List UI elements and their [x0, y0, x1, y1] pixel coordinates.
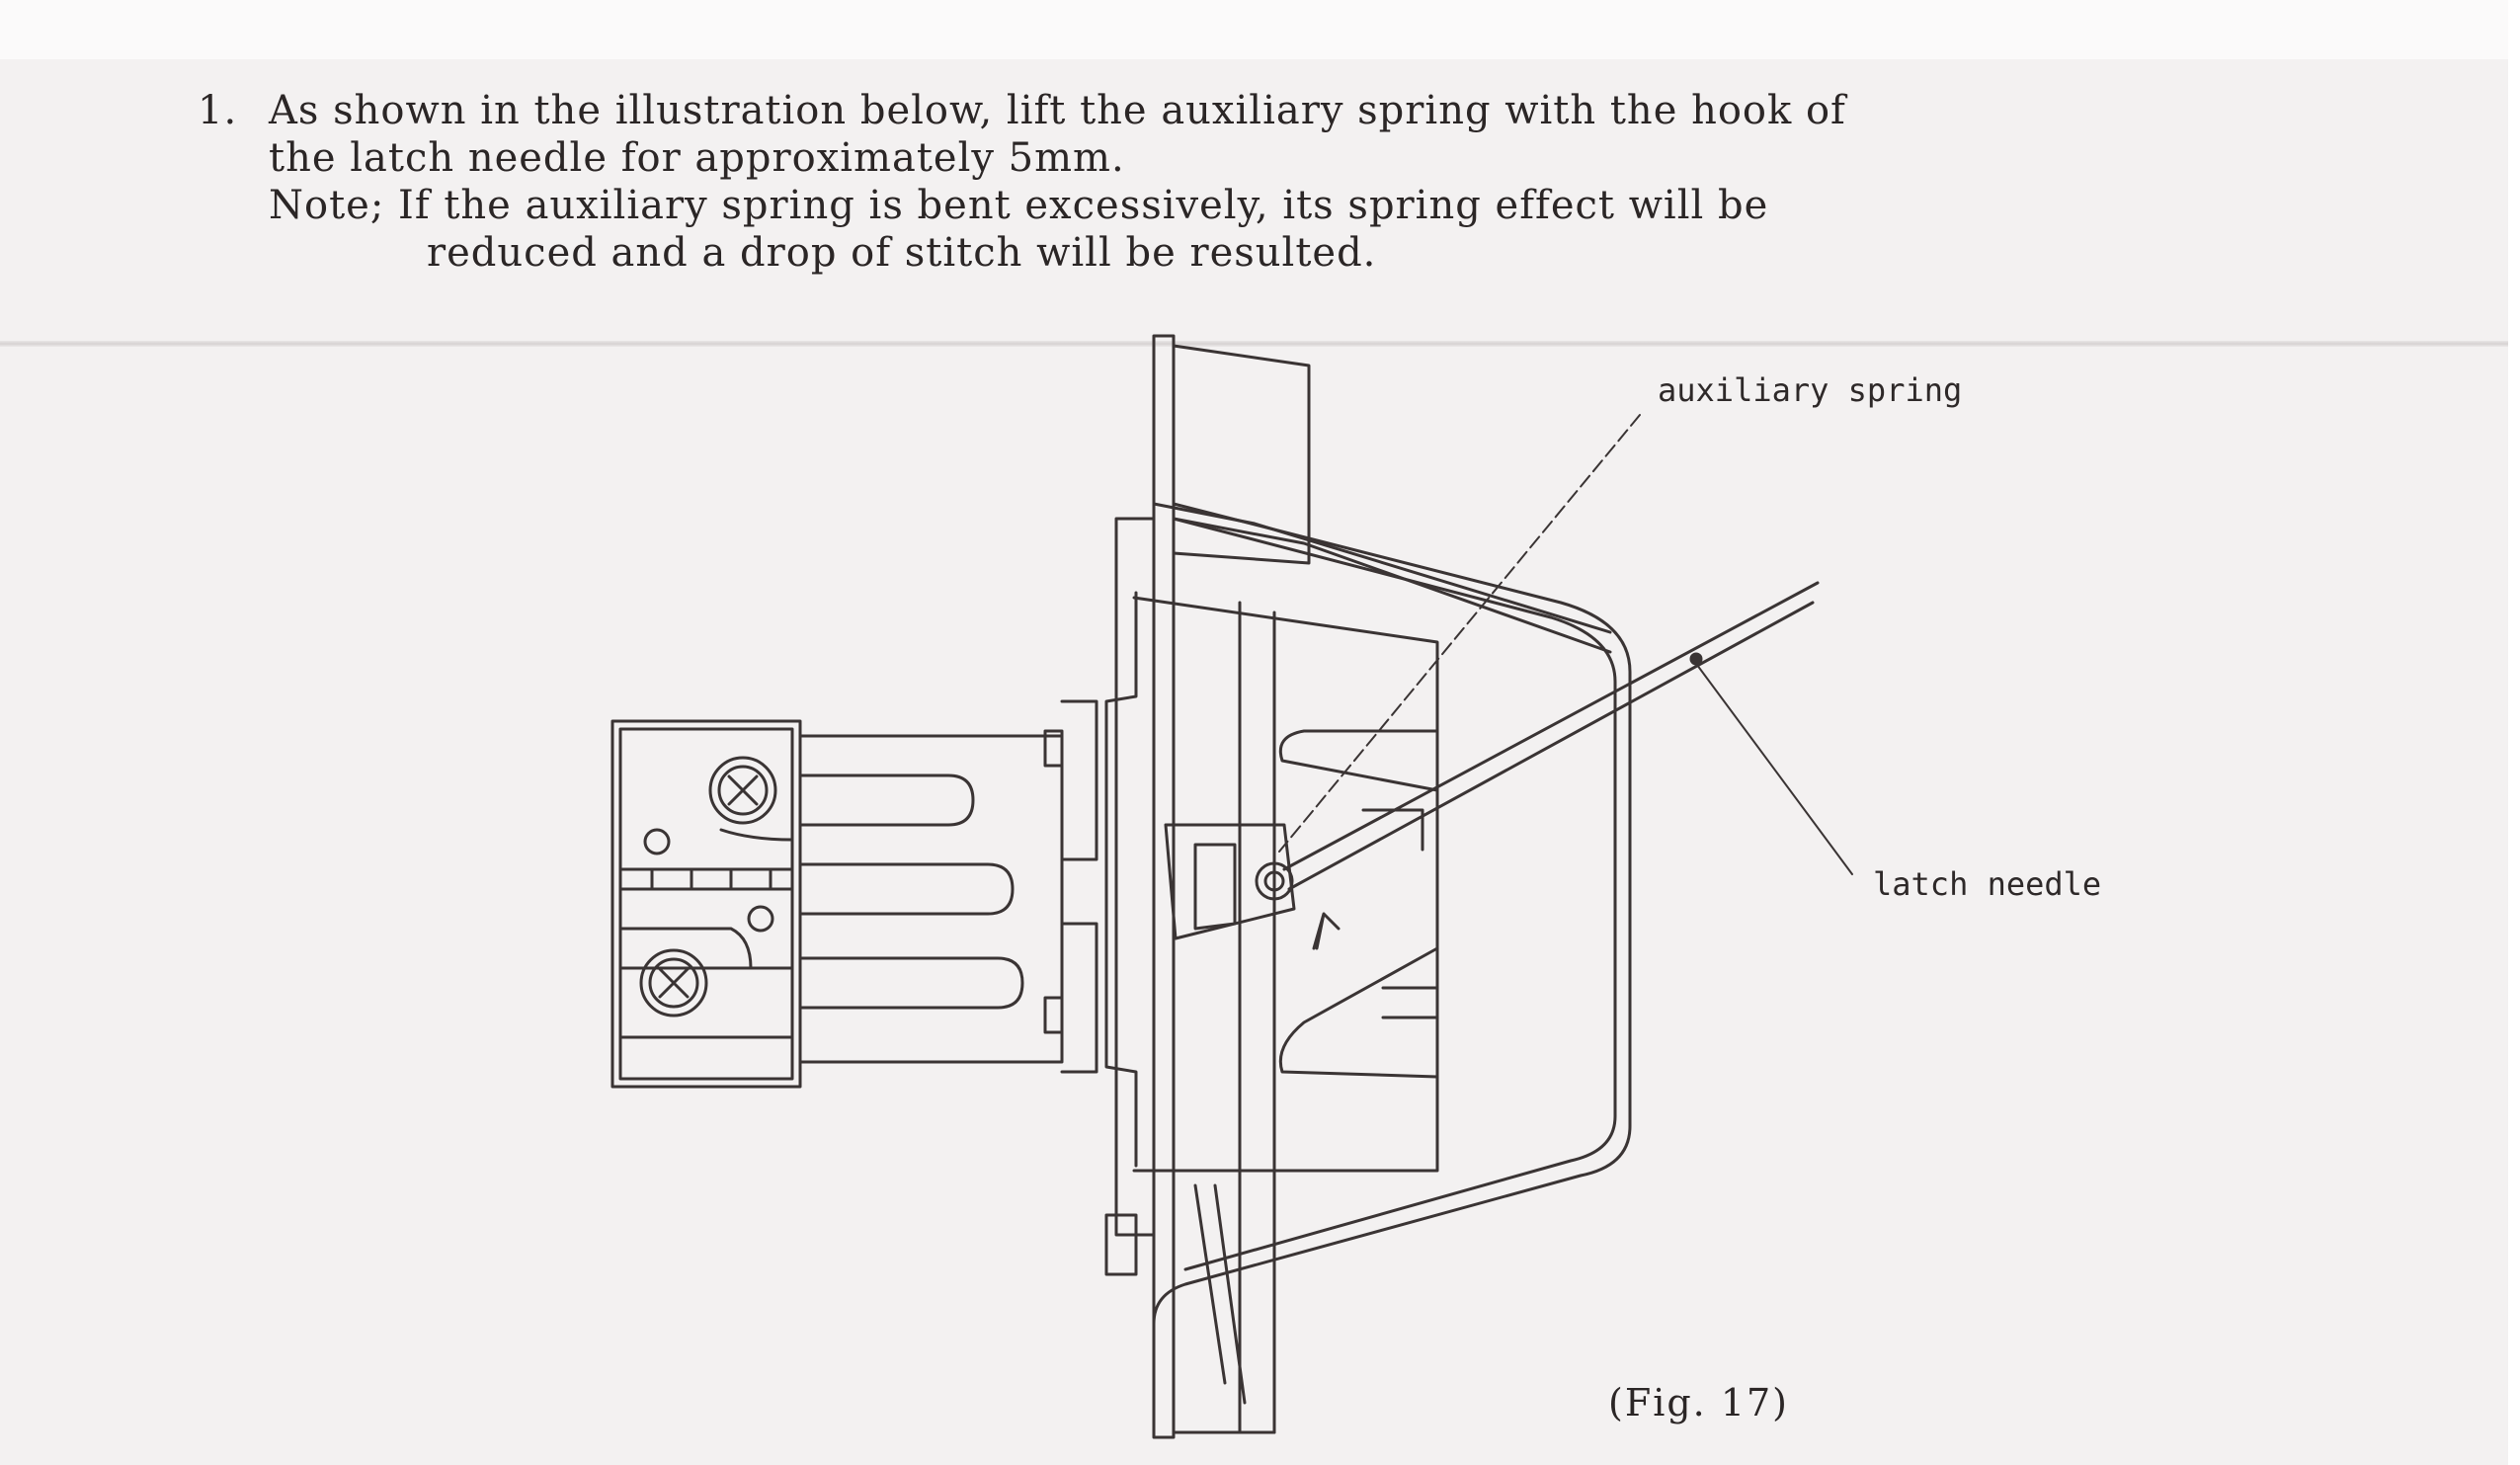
- screw-icon: [708, 756, 777, 825]
- instruction-note-line: Note; If the auxiliary spring is bent ex…: [198, 182, 2272, 229]
- instruction-text-block: 1. As shown in the illustration below, l…: [198, 87, 2272, 277]
- latch-needle-label: latch needle: [1873, 865, 2102, 903]
- instruction-note-continuation: reduced and a drop of stitch will be res…: [198, 229, 2272, 277]
- paper-fold-line: [0, 341, 2520, 347]
- figure-caption: (Fig. 17): [1608, 1381, 1790, 1424]
- leader-lines: [1278, 414, 1853, 875]
- auxiliary-spring-wire: [1152, 502, 1632, 1326]
- page-top-strip: [0, 0, 2520, 59]
- small-hole: [747, 905, 774, 933]
- mounting-block: [610, 719, 802, 1089]
- instruction-line-2: the latch needle for approximately 5mm.: [198, 134, 2272, 182]
- instruction-line-1: 1. As shown in the illustration below, l…: [198, 87, 2272, 134]
- instruction-note-continuation-text: reduced and a drop of stitch will be res…: [427, 230, 1377, 276]
- lift-arrow-icon: [1312, 912, 1341, 950]
- body-slots: [1278, 729, 1439, 1079]
- latch-needle-shaft: [1282, 581, 1820, 891]
- small-hole: [643, 828, 671, 855]
- auxiliary-spring-label: auxiliary spring: [1658, 371, 1963, 409]
- neck-slots: [798, 773, 1024, 1010]
- instruction-line-1-text: As shown in the illustration below, lift…: [269, 88, 1846, 133]
- main-body-plate: [1104, 334, 1612, 1439]
- instruction-line-2-text: the latch needle for approximately 5mm.: [269, 135, 1125, 181]
- mounting-neck: [798, 699, 1098, 1074]
- step-number: 1.: [198, 88, 238, 133]
- screw-icon: [639, 948, 708, 1017]
- instruction-note-text: Note; If the auxiliary spring is bent ex…: [269, 183, 1769, 228]
- page-right-edge: [2508, 0, 2520, 1465]
- needle-clamp: [1164, 823, 1296, 940]
